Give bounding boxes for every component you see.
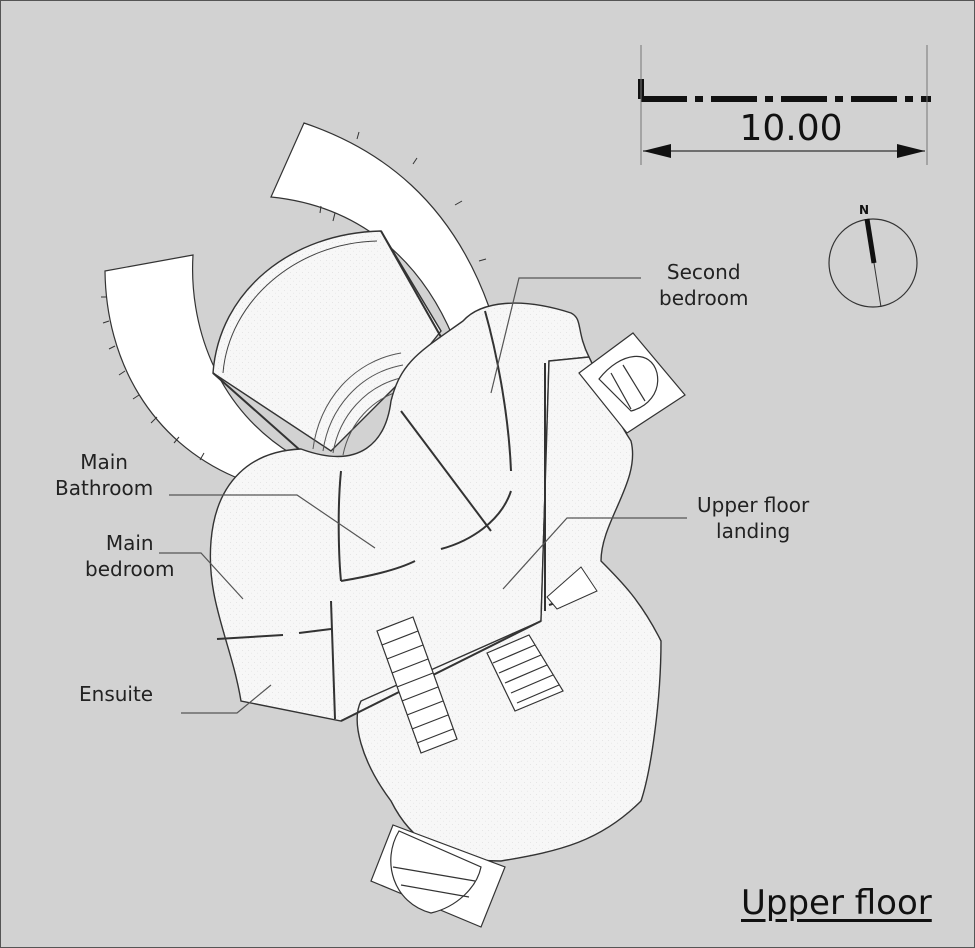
stair-flight-right xyxy=(486,634,564,712)
south-entry-pod xyxy=(370,824,506,928)
railing-ticks xyxy=(101,131,487,461)
north-letter: N xyxy=(859,203,870,217)
stair-small-landing xyxy=(546,566,598,610)
east-entry-pod xyxy=(578,332,686,434)
scale-bar xyxy=(638,45,931,165)
stair-flight-left xyxy=(376,616,458,754)
leader-lines xyxy=(159,277,687,714)
scale-bar-value: 10.00 xyxy=(739,108,843,149)
upper-floor-slab xyxy=(209,302,591,722)
north-arrow-icon xyxy=(828,218,918,308)
internal-walls xyxy=(216,310,594,722)
plan-title: Upper floor xyxy=(741,883,932,923)
label-ensuite: Ensuite xyxy=(79,682,154,706)
